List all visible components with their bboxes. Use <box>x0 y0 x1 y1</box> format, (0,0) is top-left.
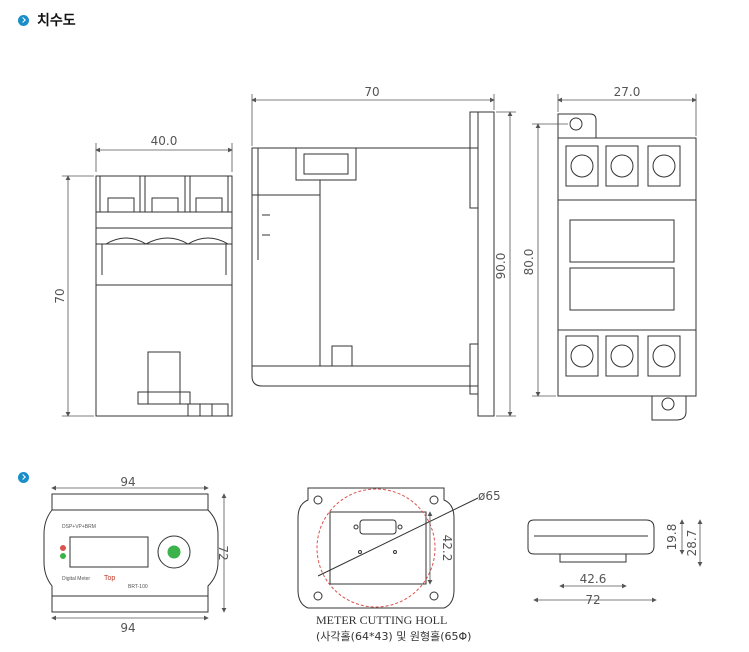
side-view <box>251 111 495 417</box>
side-depth-inner: 42.6 <box>580 572 607 586</box>
side-height-label: 90.0 <box>494 253 508 280</box>
cutout-panel <box>297 487 479 609</box>
side-view-dims <box>251 94 516 417</box>
side-h1: 19.8 <box>665 524 679 551</box>
side-width-label: 70 <box>364 85 379 99</box>
cutout-caption-2: (사각홀(64*43) 및 원형홀(65Φ) <box>316 630 471 643</box>
bullet-icon-2 <box>18 472 29 483</box>
front-view <box>95 175 233 417</box>
meter-footer-left: Digital Meter <box>62 576 90 582</box>
cutout-height: 42.2 <box>440 535 454 562</box>
meter-width-bottom: 94 <box>120 621 135 635</box>
rear-height-label: 80.0 <box>522 249 536 276</box>
meter-width-top: 94 <box>120 475 135 489</box>
meter-front <box>43 493 219 613</box>
section-header: 치수도 <box>18 10 76 30</box>
meter-side <box>527 519 655 563</box>
section-title: 치수도 <box>37 13 76 29</box>
cutout-diameter: ø65 <box>478 489 501 503</box>
front-height-label: 70 <box>53 288 67 303</box>
front-view-dims <box>62 143 233 417</box>
meter-brand: Top <box>104 575 115 582</box>
rear-width-label: 27.0 <box>614 85 641 99</box>
meter-panel-text: DSP+VP+BRM <box>62 524 96 530</box>
front-width-label: 40.0 <box>151 134 178 148</box>
bullet-icon <box>18 14 29 26</box>
meter-side-dims <box>533 519 703 603</box>
rear-view-dims <box>532 94 697 397</box>
rear-view <box>557 113 697 421</box>
side-h2: 28.7 <box>685 530 699 557</box>
side-depth-total: 72 <box>585 593 600 607</box>
cutout-caption-1: METER CUTTING HOLL <box>316 613 447 627</box>
meter-footer-right: BRT-100 <box>128 584 148 590</box>
meter-front-dims <box>51 485 227 621</box>
meter-height: 72 <box>216 545 230 560</box>
